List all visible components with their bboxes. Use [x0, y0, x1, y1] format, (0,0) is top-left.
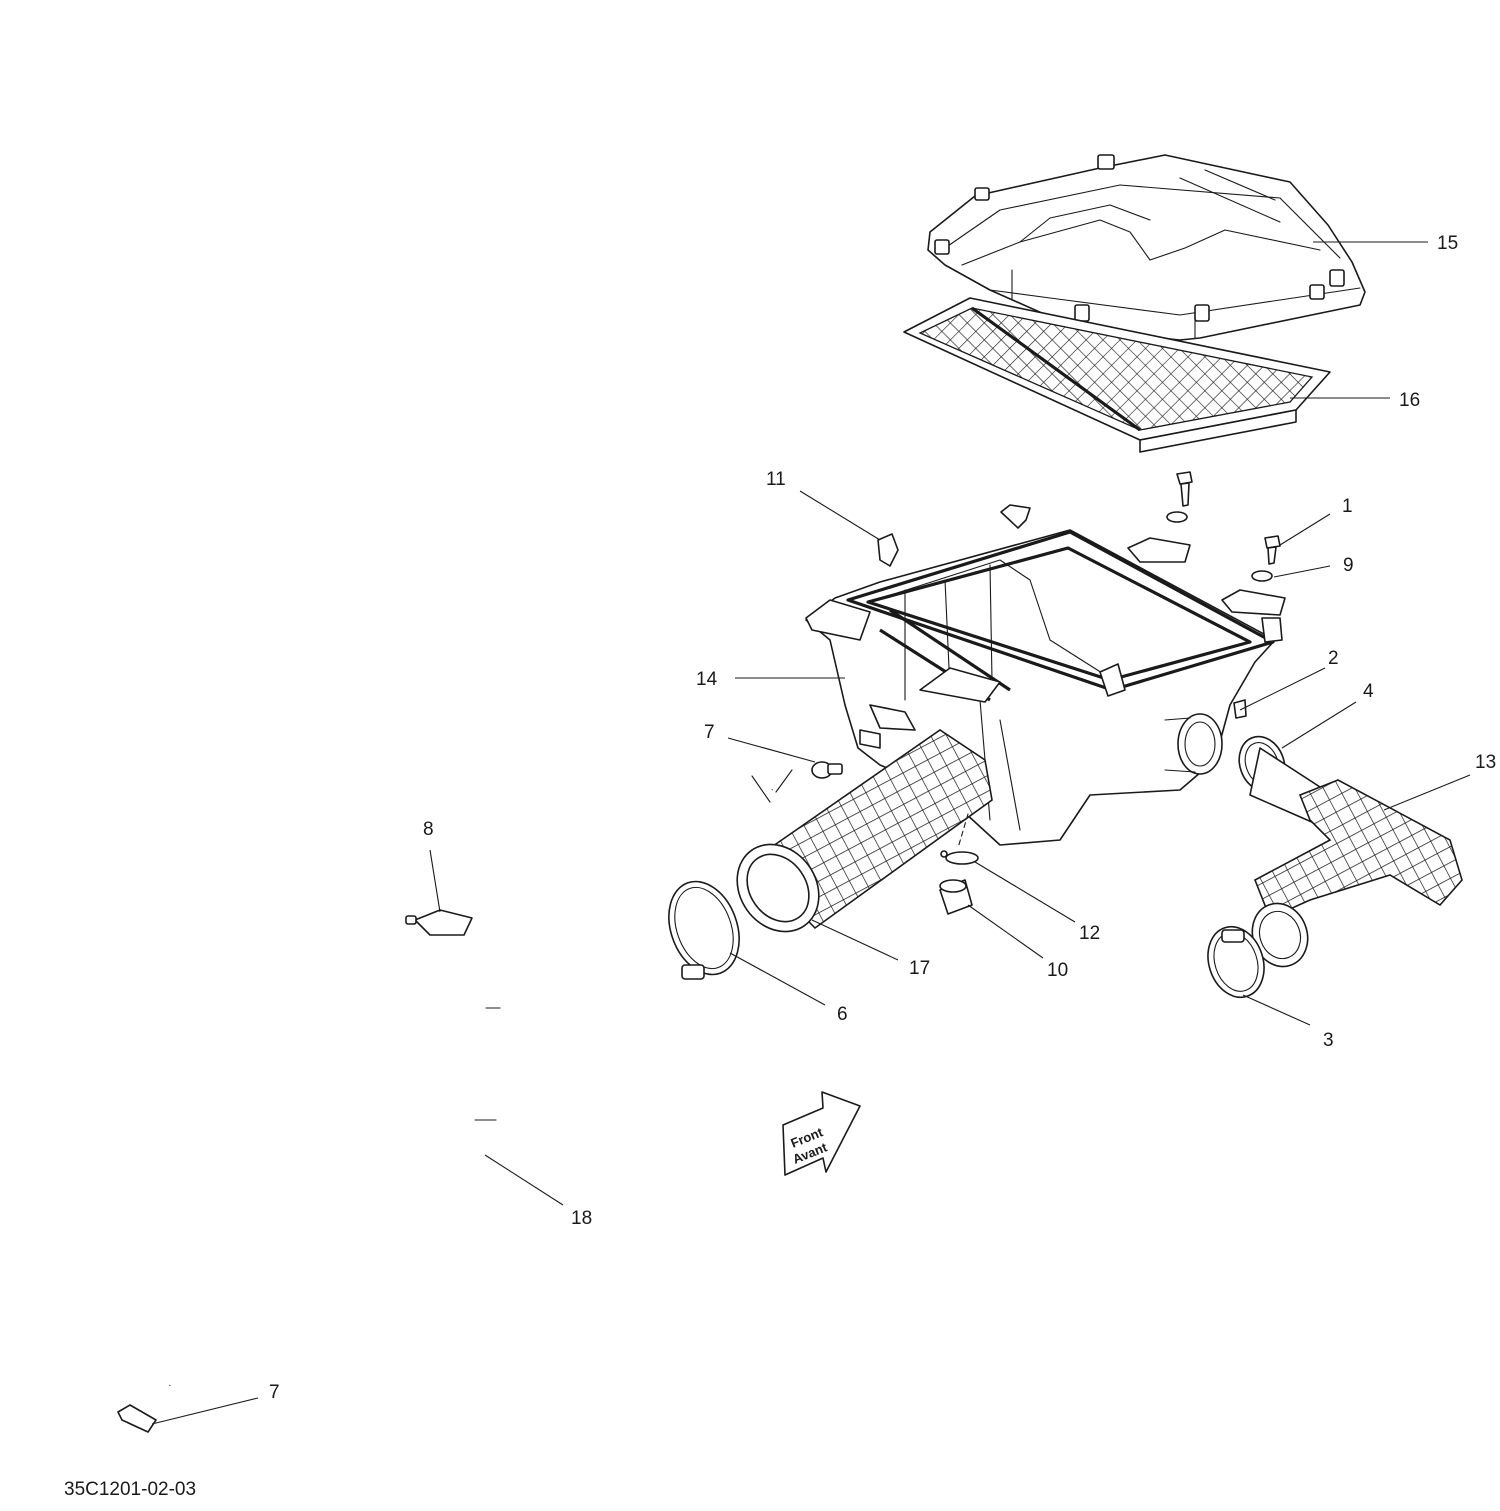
drain-hose	[160, 769, 793, 1390]
air-filter	[903, 297, 1331, 453]
callout-12: 12	[1079, 923, 1100, 944]
airbox-cover	[927, 154, 1366, 341]
callout-7: 7	[704, 722, 715, 743]
callout-11: 11	[766, 469, 786, 490]
callout-16: 16	[1399, 390, 1420, 411]
outlet-tube	[1207, 735, 1463, 999]
callout-numbers: 15 16 11 1 9 14 2 4 13 7 8 12 10 17 6 3 …	[269, 233, 1496, 1403]
screws-washers	[1166, 471, 1281, 582]
callout-15: 15	[1437, 233, 1458, 254]
front-direction-arrow: Front Avant	[782, 1091, 861, 1176]
leader-lines	[151, 241, 1471, 1425]
callout-2: 2	[1328, 648, 1339, 669]
callout-18: 18	[571, 1208, 592, 1229]
callout-1: 1	[1342, 496, 1353, 517]
intake-duct	[736, 729, 993, 933]
callout-8: 8	[423, 819, 434, 840]
drawing-reference: 35C1201-02-03	[64, 1479, 196, 1500]
drain-parts	[939, 813, 979, 915]
callout-17: 17	[909, 958, 930, 979]
callout-3: 3	[1323, 1030, 1334, 1051]
callout-6: 6	[837, 1004, 848, 1025]
clamp-7-upper	[811, 761, 843, 779]
callout-13: 13	[1475, 752, 1496, 773]
callout-7-lower: 7	[269, 1382, 280, 1403]
callout-9: 9	[1343, 555, 1354, 576]
callout-10: 10	[1047, 960, 1068, 981]
callout-4: 4	[1363, 681, 1374, 702]
callout-14: 14	[696, 669, 718, 690]
clamp-7-lower	[117, 1404, 157, 1433]
bracket-8	[405, 909, 473, 936]
clamp-6	[668, 880, 740, 980]
